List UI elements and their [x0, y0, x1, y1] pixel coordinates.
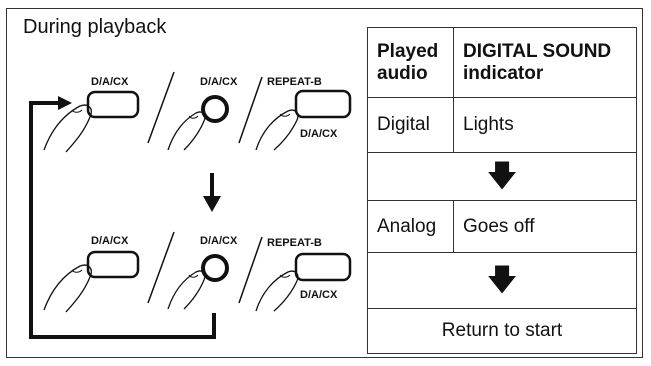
down-arrow-icon: 🡇	[486, 263, 518, 297]
bottom-dacx-label: D/A/CX	[91, 235, 129, 247]
top-round-button	[201, 95, 229, 123]
down-arrow-cell: 🡇	[367, 252, 637, 309]
bottom-repeat-b-sub-label: D/A/CX	[300, 289, 338, 301]
bottom-finger-2	[167, 270, 206, 310]
row-audio-analog: Analog	[367, 200, 454, 253]
top-repeat-b-label: REPEAT-B	[267, 76, 322, 88]
bottom-dacx-label-2: D/A/CX	[200, 235, 238, 247]
bottom-slash-2	[238, 236, 263, 304]
heading: During playback	[23, 16, 167, 38]
bottom-repeat-b-button	[294, 252, 352, 282]
top-finger-3	[255, 109, 299, 151]
bottom-finger-3	[255, 270, 299, 312]
table-row: Analog Goes off	[367, 200, 637, 253]
bottom-dacx-button	[86, 250, 140, 279]
top-dacx-label-2: D/A/CX	[200, 76, 238, 88]
bottom-round-button	[201, 254, 229, 282]
table-arrow-row: 🡇	[367, 252, 637, 309]
row-indicator-goes-off: Goes off	[453, 200, 637, 253]
bottom-finger-1	[43, 264, 92, 313]
top-slash-1	[147, 71, 175, 144]
top-dacx-label: D/A/CX	[91, 76, 129, 88]
top-finger-1	[43, 104, 92, 153]
top-repeat-b-sub-label: D/A/CX	[300, 128, 338, 140]
table-row: Digital Lights	[367, 97, 637, 153]
return-loop-arrowhead	[58, 96, 72, 110]
down-arrow-icon: 🡇	[486, 159, 518, 193]
down-arrow-head	[203, 196, 221, 212]
return-to-start-label: Return to start	[367, 308, 637, 354]
row-audio-digital: Digital	[367, 97, 454, 153]
diagram-frame	[6, 8, 643, 358]
top-repeat-b-button	[294, 89, 352, 119]
bottom-slash-1	[147, 231, 175, 304]
row-indicator-lights: Lights	[453, 97, 637, 153]
top-slash-2	[238, 76, 263, 144]
return-loop-line	[29, 101, 216, 339]
top-finger-2	[167, 111, 206, 151]
top-dacx-button	[86, 90, 140, 119]
down-arrow-cell: 🡇	[367, 152, 637, 201]
table-footer-row: Return to start	[367, 308, 637, 354]
bottom-repeat-b-label: REPEAT-B	[267, 237, 322, 249]
table-arrow-row: 🡇	[367, 152, 637, 201]
